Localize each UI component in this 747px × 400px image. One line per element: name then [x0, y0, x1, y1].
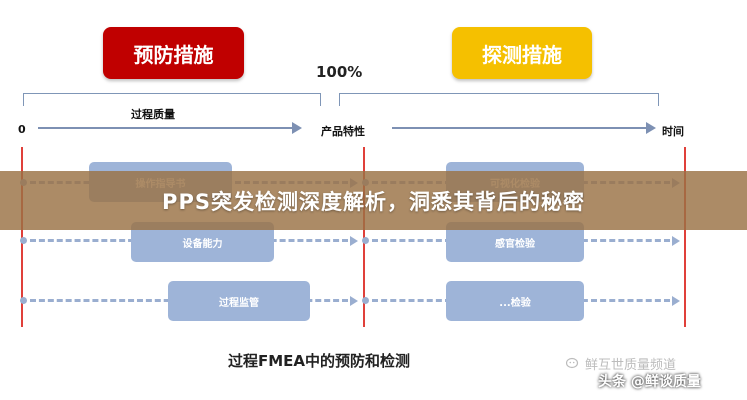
diagram-caption: 过程FMEA中的预防和检测 [228, 352, 411, 370]
detection-bracket [339, 93, 659, 106]
dashed-arrowhead [350, 296, 358, 306]
row-dot [362, 297, 369, 304]
prevention-bracket [23, 93, 321, 106]
process-quality-label: 过程质量 [131, 108, 175, 121]
product-char-label: 产品特性 [321, 125, 365, 138]
watermark-top: 鲜互世质量频道 [585, 358, 677, 373]
timeline-end [684, 147, 686, 327]
title-overlay: PPS突发检测深度解析，洞悉其背后的秘密 [0, 171, 747, 230]
percent-label: 100% [316, 63, 363, 81]
axis-arrowhead-right [646, 122, 656, 134]
detection-item: ...检验 [446, 281, 584, 321]
axis-start-label: 0 [18, 123, 26, 136]
dashed-arrowhead [672, 296, 680, 306]
dashed-arrowhead [350, 236, 358, 246]
row-dot [20, 297, 27, 304]
time-label: 时间 [662, 125, 684, 138]
prevention-item: 过程监管 [168, 281, 310, 321]
dashed-arrowhead [672, 236, 680, 246]
axis-line-left [38, 127, 294, 129]
prevention-badge: 预防措施 [103, 27, 244, 79]
overlay-title: PPS突发检测深度解析，洞悉其背后的秘密 [162, 189, 585, 214]
watermark-bottom: 头条 @鲜谈质量 [598, 374, 701, 390]
row-dot [362, 237, 369, 244]
wechat-icon [565, 356, 580, 370]
detection-badge: 探测措施 [452, 27, 592, 79]
row-dot [20, 237, 27, 244]
axis-arrowhead-left [292, 122, 302, 134]
axis-line-right [392, 127, 648, 129]
